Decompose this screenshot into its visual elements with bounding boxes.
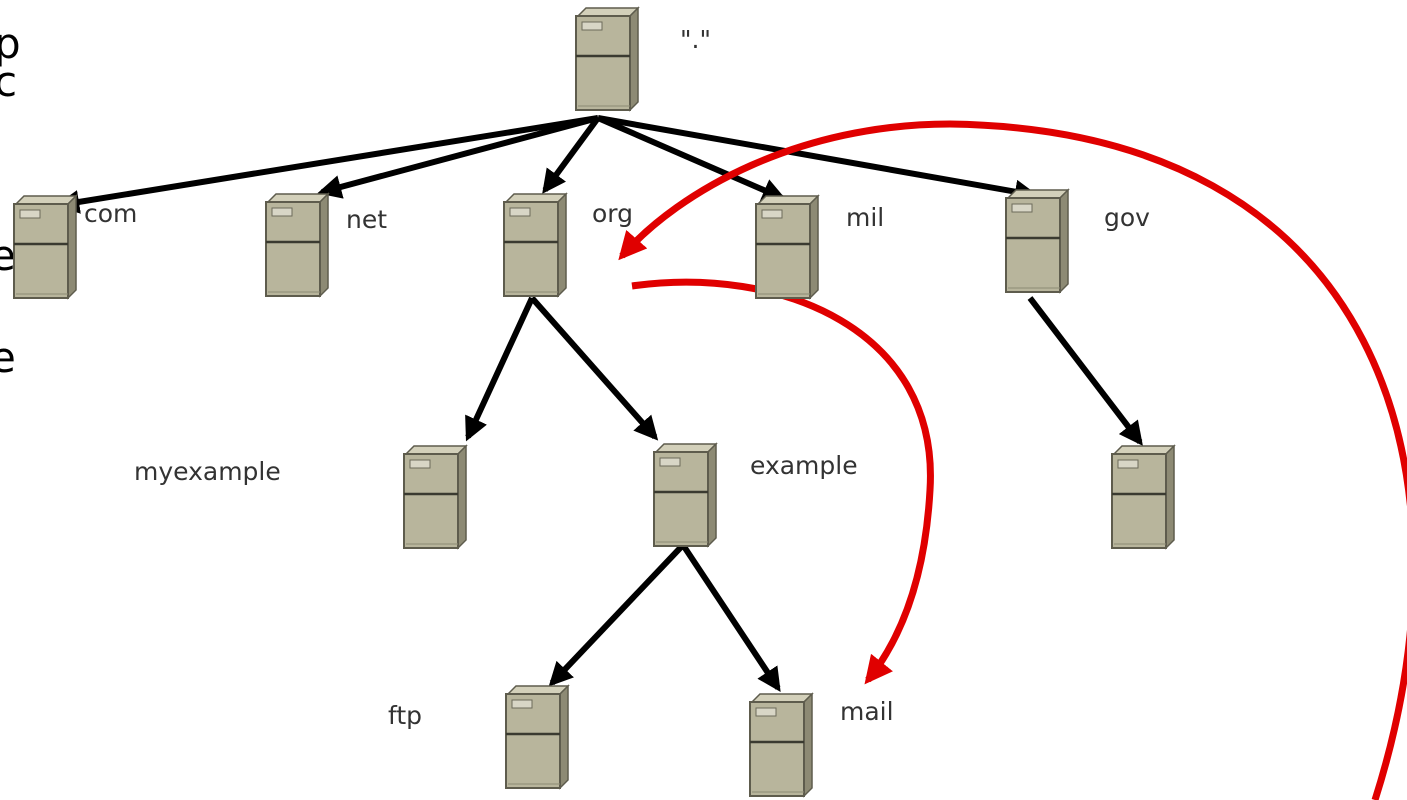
edge-root-net bbox=[317, 115, 599, 199]
label-com: com bbox=[84, 199, 137, 228]
edge-root-org bbox=[542, 116, 601, 194]
svg-text:p: p bbox=[0, 19, 21, 68]
server-net-icon bbox=[264, 192, 330, 298]
edge-root-mil bbox=[596, 115, 787, 202]
edge-org-myexample bbox=[465, 296, 535, 442]
label-myexample: myexample bbox=[134, 457, 281, 486]
edge-gov-child bbox=[1027, 296, 1143, 446]
cropped-left-text: p c e e bbox=[0, 19, 21, 382]
svg-text:c: c bbox=[0, 57, 17, 106]
resolution-arrow-inner bbox=[631, 278, 934, 685]
label-org: org bbox=[592, 199, 633, 228]
label-example: example bbox=[750, 451, 858, 480]
label-net: net bbox=[346, 205, 387, 234]
server-org-icon bbox=[502, 192, 568, 298]
server-example-icon bbox=[652, 442, 718, 548]
edge-example-ftp bbox=[548, 542, 686, 687]
label-mil: mil bbox=[846, 203, 884, 232]
label-root: "." bbox=[680, 25, 711, 54]
server-gov-icon bbox=[1004, 188, 1070, 294]
label-mail: mail bbox=[840, 697, 894, 726]
node-labels: "." com net org mil gov myexample exampl… bbox=[84, 25, 1150, 730]
svg-text:e: e bbox=[0, 333, 16, 382]
server-root-icon bbox=[574, 6, 640, 112]
server-mail-icon bbox=[748, 692, 814, 798]
server-ftp-icon bbox=[504, 684, 570, 790]
edge-example-mail bbox=[680, 543, 781, 692]
server-mil-icon bbox=[754, 194, 820, 300]
server-myexample-icon bbox=[402, 444, 468, 550]
edge-root-com bbox=[55, 115, 599, 214]
edge-org-example bbox=[529, 296, 659, 441]
server-com-icon bbox=[12, 194, 78, 300]
label-ftp: ftp bbox=[388, 701, 422, 730]
resolution-arrows bbox=[618, 120, 1407, 800]
edge-root-gov bbox=[597, 115, 1039, 204]
svg-text:e: e bbox=[0, 231, 16, 280]
resolution-arrow-outer bbox=[618, 120, 1407, 800]
tree-edges bbox=[55, 115, 1143, 692]
server-gov-child-icon bbox=[1110, 444, 1176, 550]
label-gov: gov bbox=[1104, 203, 1150, 232]
